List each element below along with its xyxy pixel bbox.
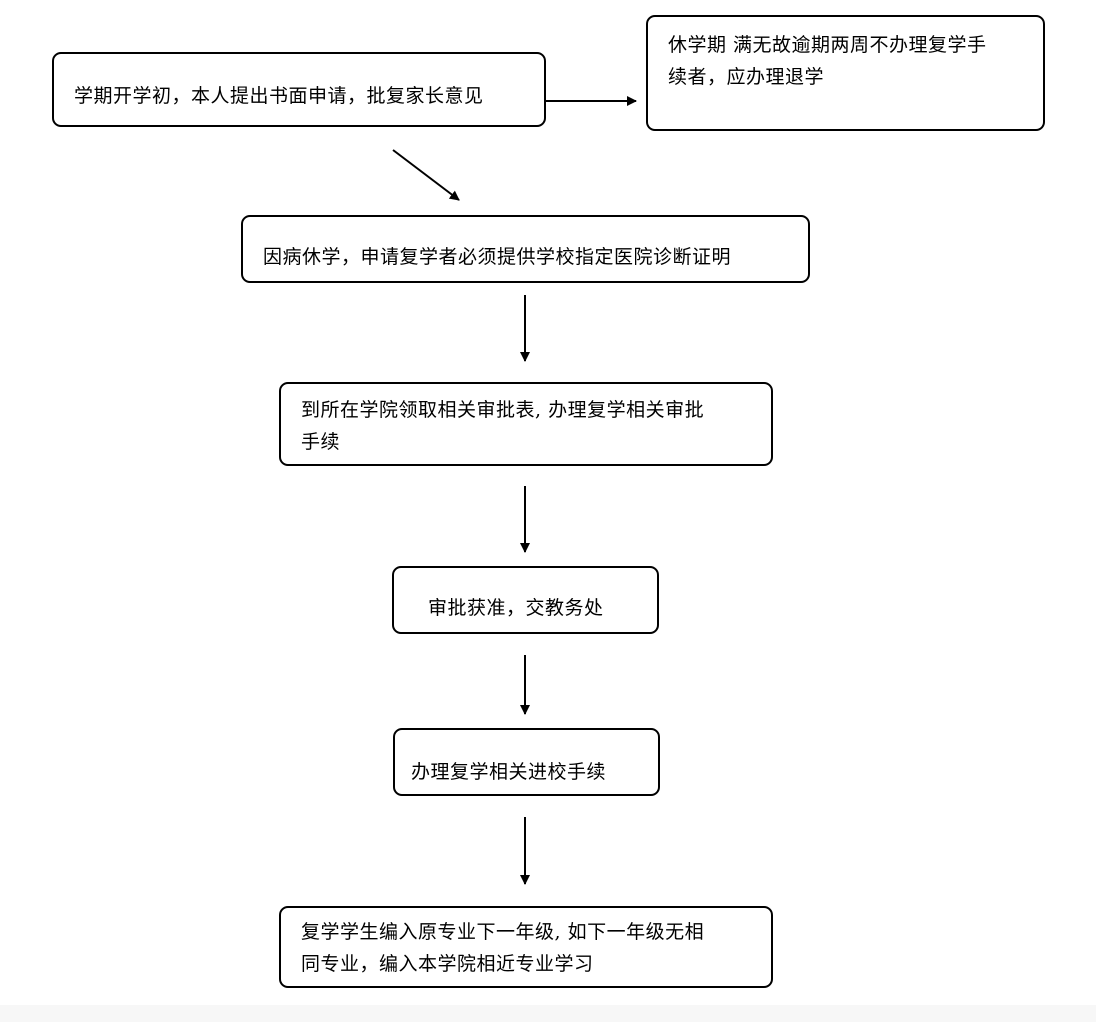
step-medical-certificate: 因病休学，申请复学者必须提供学校指定医院诊断证明 (241, 215, 810, 283)
step-submit-application: 学期开学初，本人提出书面申请，批复家长意见 (52, 52, 546, 127)
step-text-line: 同专业，编入本学院相近专业学习 (301, 953, 594, 975)
step-text-line: 学期开学初，本人提出书面申请，批复家长意见 (74, 85, 484, 107)
step-text-line: 审批获准，交教务处 (428, 597, 604, 619)
step-collect-approval-form: 到所在学院领取相关审批表, 办理复学相关审批 手续 (279, 382, 773, 466)
step-enrollment-procedures: 办理复学相关进校手续 (393, 728, 660, 796)
page-bottom-edge (0, 1005, 1096, 1022)
step-overdue-withdrawal-note: 休学期 满无故逾期两周不办理复学手 续者，应办理退学 (646, 15, 1045, 131)
step-text-line: 手续 (301, 431, 341, 453)
step-text-line: 休学期 满无故逾期两周不办理复学手 (668, 34, 987, 56)
step-approval-to-academic-office: 审批获准，交教务处 (392, 566, 659, 634)
step-text-line: 到所在学院领取相关审批表, 办理复学相关审批 (301, 399, 705, 421)
step-text-line: 因病休学，申请复学者必须提供学校指定医院诊断证明 (263, 246, 732, 268)
step-text-line: 续者，应办理退学 (668, 66, 825, 88)
step-text-line: 办理复学相关进校手续 (411, 761, 607, 783)
arrow-n1-to-n3 (392, 149, 460, 201)
step-text-line: 复学学生编入原专业下一年级, 如下一年级无相 (301, 921, 705, 943)
step-class-assignment: 复学学生编入原专业下一年级, 如下一年级无相 同专业，编入本学院相近专业学习 (279, 906, 773, 988)
